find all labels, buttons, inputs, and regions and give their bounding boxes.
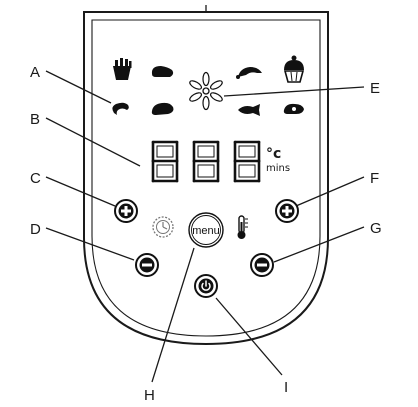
display-digit — [233, 140, 261, 183]
menu-button[interactable]: menu — [188, 212, 224, 248]
meat-icon[interactable] — [151, 102, 174, 115]
cupcake-icon[interactable] — [283, 55, 305, 83]
timer-clock-icon — [152, 216, 174, 238]
fish-icon[interactable] — [238, 104, 260, 116]
steak-icon[interactable] — [151, 66, 174, 77]
power-button[interactable] — [194, 274, 218, 298]
minutes-unit-label: mins — [266, 163, 290, 174]
temperature-plus-button[interactable] — [114, 199, 138, 223]
shrimp-icon[interactable] — [112, 102, 129, 115]
display-digit — [151, 140, 179, 183]
digital-display: °c mins — [151, 140, 290, 183]
preset-icons-row-2 — [112, 102, 304, 116]
callout-g: G — [370, 220, 382, 237]
fries-icon[interactable] — [113, 58, 132, 80]
callout-h: H — [144, 387, 155, 404]
pork-icon[interactable] — [283, 103, 304, 114]
time-minus-button[interactable] — [250, 253, 274, 277]
callout-i: I — [284, 379, 288, 396]
celsius-unit-label: °c — [266, 146, 281, 162]
preset-icons-row-1 — [113, 55, 305, 111]
chicken-leg-icon[interactable] — [236, 67, 262, 79]
callout-f: F — [370, 170, 379, 187]
callout-d: D — [30, 221, 41, 238]
display-digit — [192, 140, 220, 183]
callout-e: E — [370, 80, 380, 97]
leader-lines — [45, 70, 365, 383]
callout-b: B — [30, 111, 40, 128]
menu-button-label: menu — [192, 225, 220, 237]
callout-c: C — [30, 170, 41, 187]
callout-a: A — [30, 64, 40, 81]
callout-labels: A B C D E F G H I — [30, 64, 382, 404]
fan-icon[interactable] — [188, 71, 223, 111]
temperature-minus-button[interactable] — [135, 253, 159, 277]
time-plus-button[interactable] — [275, 199, 299, 223]
thermometer-icon — [237, 215, 248, 239]
